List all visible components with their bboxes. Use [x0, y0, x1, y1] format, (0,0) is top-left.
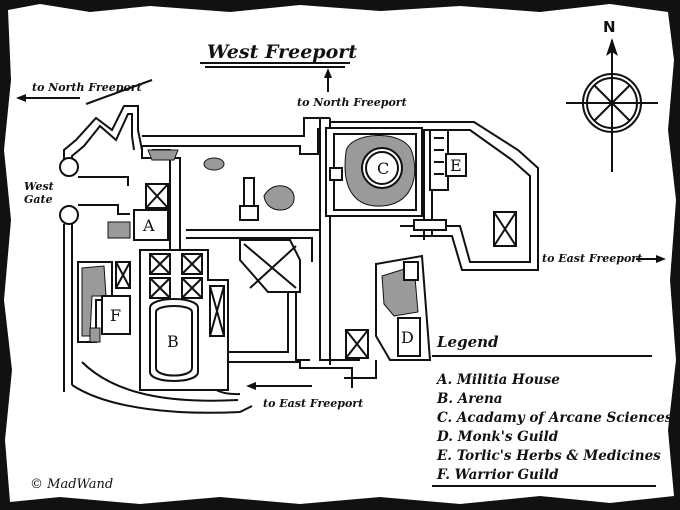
legend-item: E. Torlic's Herbs & Medicines [436, 448, 661, 464]
arrow-right-icon [636, 255, 666, 263]
building-militia-house: A [107, 183, 169, 241]
gate-tower [59, 157, 79, 177]
arrow-left-icon [246, 382, 312, 390]
map-title: West Freeport [207, 41, 357, 63]
building-warrior-guild: F [77, 261, 131, 343]
building-herbs-medicines: E [413, 129, 517, 247]
building-letter-f: F [110, 306, 121, 325]
legend-title: Legend [436, 333, 499, 351]
building-central-courtyard [147, 149, 301, 293]
legend-item: A. Militia House [435, 372, 560, 388]
building-letter-b: B [167, 332, 179, 351]
gate-tower [59, 205, 79, 225]
exit-label-north-center: to North Freeport [297, 96, 407, 109]
building-arena: B [139, 249, 229, 391]
legend-item: D. Monk's Guild [436, 429, 559, 445]
legend-item: B. Arena [436, 391, 503, 407]
legend-item: F. Warrior Guild [436, 467, 559, 483]
arrow-up-icon [324, 68, 332, 92]
building-letter-a: A [142, 216, 155, 235]
compass-rose-icon: N [566, 18, 658, 172]
arrow-left-icon [16, 94, 80, 102]
credit-text: © MadWand [30, 477, 113, 492]
building-monks-guild: D [345, 254, 432, 361]
gate-label-line1: West [24, 180, 54, 193]
building-letter-d: D [401, 328, 414, 347]
building-letter-c: C [377, 159, 389, 178]
north-road-line [85, 79, 153, 105]
exit-label-east: to East Freeport [542, 252, 642, 265]
exit-label-south: to East Freeport [263, 397, 363, 410]
building-letter-e: E [450, 156, 462, 175]
building-academy: C [325, 127, 423, 217]
legend-item: C. Acadamy of Arcane Sciences [437, 410, 673, 426]
legend: Legend A. Militia House B. Arena C. Acad… [432, 333, 673, 487]
exit-label-north-west: to North Freeport [32, 81, 142, 94]
north-label: N [603, 18, 616, 36]
gate-label-line2: Gate [24, 193, 53, 206]
